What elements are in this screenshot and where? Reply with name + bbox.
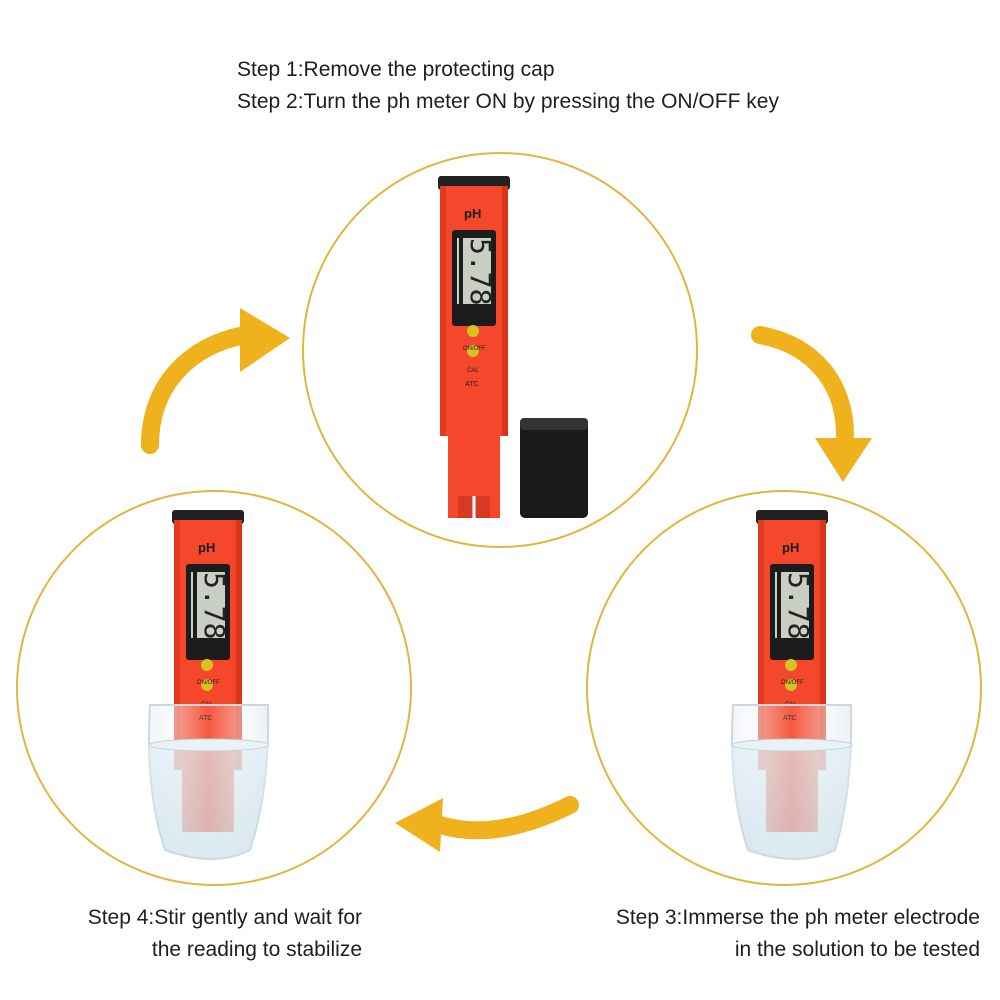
- ph-label-3: pH: [782, 540, 799, 555]
- step1-text: Step 1:Remove the protecting cap: [237, 58, 555, 81]
- reading-1: 5.78: [464, 238, 497, 305]
- reading-4: 5.78: [198, 572, 231, 639]
- arrowhead-right-to-left: [395, 798, 443, 852]
- atc-label-1: ATC: [465, 381, 478, 388]
- arrowhead-left-to-top: [240, 308, 290, 372]
- arrow-right-to-left: [431, 796, 579, 840]
- onoff-label-3: ON/OFF: [781, 680, 804, 686]
- step4-line1: Step 4:Stir gently and wait for: [87, 906, 362, 929]
- water-glass-icon: [148, 704, 270, 860]
- arrow-left-to-top: [141, 326, 254, 454]
- arrow-top-to-right: [751, 326, 854, 444]
- step3-instructions: Step 3:Immerse the ph meter electrode in…: [560, 902, 980, 966]
- step2-text: Step 2:Turn the ph meter ON by pressing …: [237, 90, 779, 113]
- ph-meter-icon: [438, 176, 510, 518]
- top-instructions: Step 1:Remove the protecting cap Step 2:…: [237, 54, 779, 118]
- step4-instructions: Step 4:Stir gently and wait for the read…: [40, 902, 362, 966]
- step3-line1: Step 3:Immerse the ph meter electrode: [615, 906, 980, 929]
- step3-line2: in the solution to be tested: [734, 938, 980, 961]
- arrowhead-top-to-right: [815, 438, 872, 482]
- ph-label-4: pH: [198, 540, 215, 555]
- ph-label-1: pH: [464, 206, 481, 221]
- cap-icon: [520, 418, 588, 518]
- reading-3: 5.78: [782, 572, 815, 639]
- water-glass-icon: [731, 704, 853, 860]
- cal-label-1: CAL: [467, 368, 479, 374]
- onoff-label-4: ON/OFF: [197, 680, 220, 686]
- onoff-label-1: ON/OFF: [463, 346, 486, 352]
- step4-line2: the reading to stabilize: [151, 938, 362, 961]
